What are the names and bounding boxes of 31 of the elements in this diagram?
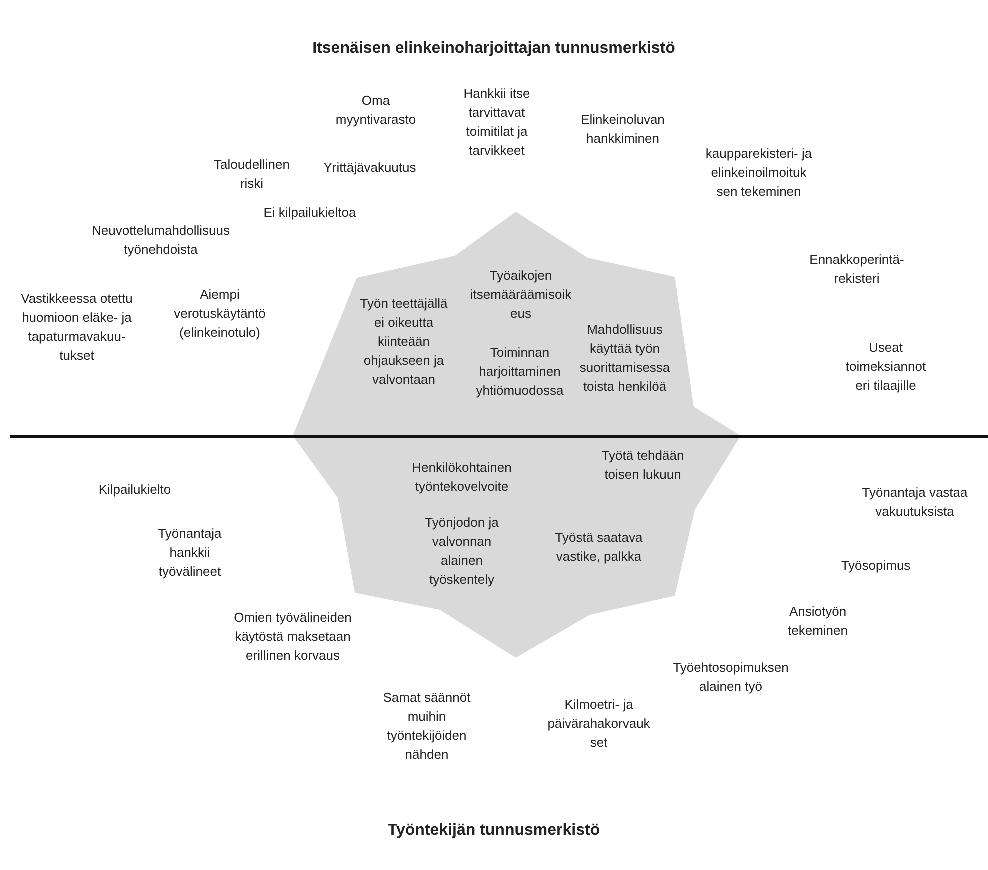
- feature-label: Neuvottelumahdollisuus työnehdoista: [90, 222, 232, 259]
- title: Itsenäisen elinkeinoharjoittajan tunnusmerkistö: [312, 40, 676, 58]
- star-text: Työstä saatava vastike, palkka: [554, 529, 644, 566]
- feature-label: kaupparekisteri- ja elinkeinoilmoituk sen tekeminen: [704, 145, 814, 201]
- feature-label: Hankkii itse tarvittavat toimitilat ja tarvikkeet: [462, 85, 532, 160]
- star-text: Henkilökohtainen työntekovelvoite: [411, 459, 513, 496]
- star-text: Työtä tehdään toisen lukuun: [600, 447, 686, 484]
- feature-label: Ei kilpailukieltoa: [262, 204, 358, 222]
- feature-label: Kilmoetri- ja päivärahakorvauk set: [546, 696, 652, 752]
- star-text: Työaikojen itsemääräämisoik eus: [469, 267, 573, 323]
- feature-label: Oma myyntivarasto: [334, 92, 418, 129]
- feature-label: Elinkeinoluvan hankkiminen: [580, 111, 666, 148]
- star-text: Työn teettäjällä ei oikeutta kiinteään ohjaukseen ja valvontaan: [359, 295, 449, 389]
- feature-label: Omien työvälineiden käytöstä maksetaan erillinen korvaus: [234, 609, 352, 665]
- feature-label: Työnantaja vastaa vakuutuksista: [861, 484, 969, 521]
- feature-label: Työnantaja hankkii työvälineet: [157, 525, 223, 581]
- feature-label: Työehtosopimuksen alainen työ: [672, 659, 790, 696]
- feature-label: Taloudellinen riski: [213, 156, 291, 193]
- feature-label: Ansiotyön tekeminen: [787, 603, 849, 640]
- feature-label: Työsopimus: [840, 557, 912, 575]
- feature-label: Vastikkeessa otettu huomioon eläke- ja tapaturmavakuu- tukset: [20, 290, 134, 365]
- section-heading: Työntekijän tunnusmerkistö: [386, 822, 602, 840]
- feature-label: Useat toimeksiannot eri tilaajille: [844, 339, 928, 395]
- feature-label: Aiempi verotuskäytäntö (elinkeinotulo): [173, 286, 267, 342]
- star-text: Mahdollisuus käyttää työn suorittamisessa toista henkilöä: [578, 321, 672, 396]
- star-text: Toiminnan harjoittaminen yhtiömuodossa: [475, 344, 565, 400]
- feature-label: Kilpailukielto: [98, 481, 172, 499]
- feature-label: Samat säännöt muihin työntekijöiden nähden: [382, 689, 472, 764]
- feature-label: Ennakkoperintä- rekisteri: [808, 251, 906, 288]
- star-text: Työnjodon ja valvonnan alainen työskentely: [424, 514, 500, 589]
- feature-label: Yrittäjävakuutus: [322, 159, 418, 177]
